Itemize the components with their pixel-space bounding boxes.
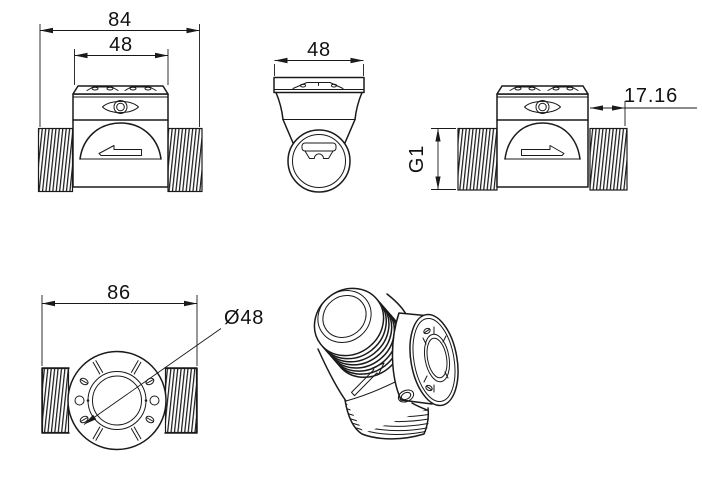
iso-flange-slots [422,326,449,393]
flange-diameter-callout: Ø48 [83,307,264,425]
front-view: 84 48 [37,9,203,193]
thread-length-dimension: 17.16 [590,85,697,126]
dim-label-84: 84 [108,9,132,31]
iso-sensor-eye-icon [397,389,415,403]
dim-label-48-front: 48 [109,34,133,56]
right-body [496,85,589,188]
sensor-eye-icon [102,100,139,114]
bottom-overall-dimension: 86 [41,282,198,366]
dim-label-17-16: 17.16 [624,85,678,107]
flow-arrow-left [98,145,142,156]
thread-hatch-right-view [457,127,628,191]
flange-slots [92,360,142,441]
bottom-view: 86 [41,282,264,451]
pipe-bore-outline [287,129,351,193]
front-body-width-dimension: 48 [74,34,169,85]
side-body [273,76,365,193]
flow-arrow-right [521,145,565,156]
dim-label-86: 86 [107,282,131,304]
flange-hole-left [74,395,85,406]
iso-flange [391,312,459,407]
dim-label-diameter-48: Ø48 [224,307,264,329]
dim-label-g1: G1 [406,145,428,173]
front-overall-width-dimension: 84 [39,9,200,127]
side-view: 48 [273,39,365,193]
front-body [72,85,169,188]
iso-upper-pipe [313,287,404,379]
flange-circle [67,350,167,451]
iso-flow-arrow [351,362,385,397]
flange-hole-right [149,395,160,406]
bottom-pipe [41,367,198,434]
isometric-view [313,287,459,440]
side-width-dimension: 48 [274,39,364,76]
sensor-eye-icon-right [524,100,561,114]
cap-dimples [91,86,152,91]
right-side-view: G1 17.16 [406,85,697,191]
dim-label-48-side: 48 [307,39,331,61]
thread-size-dimension: G1 [406,128,456,190]
turbine-paddle [301,142,337,159]
mounting-flange [67,350,167,451]
